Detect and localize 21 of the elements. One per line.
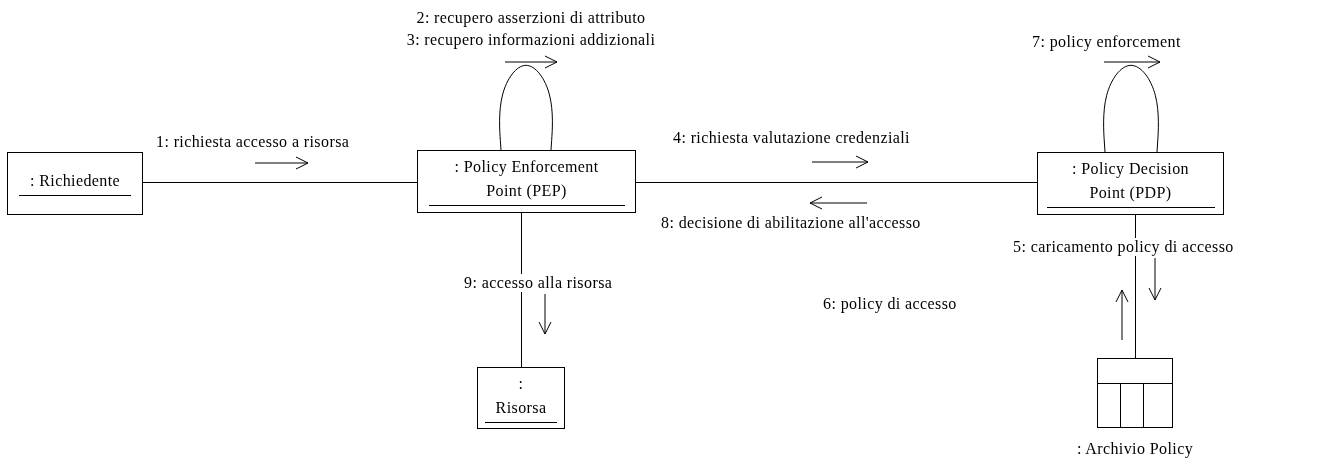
object-box xyxy=(477,367,565,429)
object-box xyxy=(7,152,143,215)
message-label: 7: policy enforcement xyxy=(1031,33,1182,51)
link-line xyxy=(635,182,1038,183)
object-name: : Policy Decision Point (PDP) xyxy=(1046,157,1215,208)
link-line xyxy=(142,182,418,183)
link-line xyxy=(1135,214,1136,359)
object-box xyxy=(1037,152,1224,215)
link-line xyxy=(521,212,522,368)
object-name: : Policy Enforcement Point (PEP) xyxy=(428,155,625,206)
message-label: 9: accesso alla risorsa xyxy=(463,274,614,292)
message-label: 6: policy di accesso xyxy=(822,295,958,313)
object-box xyxy=(417,150,636,213)
self-link xyxy=(1103,64,1159,153)
object-name: : Richiedente xyxy=(19,169,131,196)
message-label: 3: recupero informazioni addizionali xyxy=(405,31,657,49)
object-name: : Risorsa xyxy=(485,371,557,423)
object-name: : Archivio Policy xyxy=(1075,440,1195,458)
message-label: 5: caricamento policy di accesso xyxy=(1012,238,1235,256)
self-link xyxy=(499,64,553,151)
message-label: 2: recupero asserzioni di attributo xyxy=(415,9,647,27)
